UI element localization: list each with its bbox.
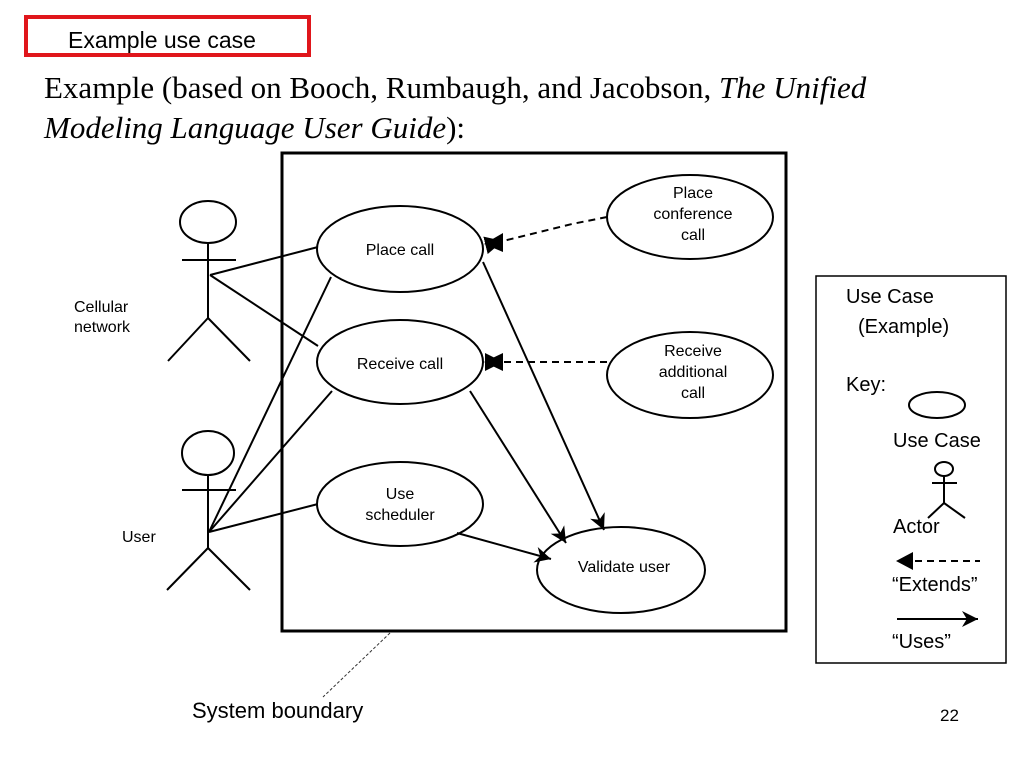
uses-receive-call-to-validate (469, 390, 567, 544)
actor-user[interactable] (166, 430, 251, 591)
extends-arrowhead-2 (484, 353, 503, 371)
legend-extends-label: “Extends” (892, 574, 978, 596)
legend-title-line2: (Example) (858, 316, 950, 338)
actor-label-line2: network (74, 319, 131, 336)
legend-title-line1: Use Case (846, 286, 934, 308)
extends-arrowhead-1 (484, 233, 503, 252)
use-case-label-receive-call: Receive call (356, 356, 444, 373)
label-line1: Place (672, 185, 714, 202)
label-line1: Receive (664, 343, 722, 360)
uses-scheduler-to-validate (456, 532, 552, 563)
association-user-receive-call (208, 390, 333, 533)
use-case-label-place-call: Place call (365, 242, 435, 259)
use-case-receive-call[interactable] (316, 319, 484, 405)
legend-actor-icon (927, 461, 966, 519)
actor-label-line1: Cellular (74, 299, 129, 316)
use-case-validate-user[interactable] (536, 526, 706, 614)
actor-cellular-network[interactable] (167, 200, 251, 362)
system-boundary-label: System boundary (192, 698, 364, 723)
legend-key-label: Key: (846, 374, 887, 396)
system-boundary (280, 151, 788, 633)
legend-use-case-icon (908, 391, 966, 419)
system-boundary-pointer (322, 632, 391, 698)
label-line3: call (680, 385, 705, 402)
legend-uses-label: “Uses” (892, 631, 951, 653)
use-case-label-place-conference-call: Place conference call (633, 183, 753, 246)
association-user-place-call (208, 276, 332, 533)
legend-box (815, 275, 1007, 664)
label-line2: conference (653, 206, 733, 223)
association-network-receive-call (209, 274, 319, 347)
use-case-label-validate-user: Validate user (577, 559, 671, 576)
label-line3: call (680, 227, 705, 244)
label-line2: scheduler (365, 507, 435, 524)
slide-heading: Example use case (68, 27, 256, 53)
slide-subtitle: Example (based on Booch, Rumbaugh, and J… (44, 68, 866, 148)
slide-heading-box: Example use case (24, 15, 311, 57)
association-network-place-call (209, 246, 319, 276)
subtitle-suffix: ): (446, 110, 466, 145)
legend-actor-label: Actor (893, 516, 940, 538)
uses-place-call-to-validate (482, 261, 605, 531)
label-line2: additional (658, 364, 728, 381)
use-case-place-call[interactable] (316, 205, 484, 293)
use-case-receive-additional-call[interactable] (606, 331, 774, 419)
book-title-part2: Modeling Language User Guide (44, 110, 447, 145)
legend-extends-arrowhead (896, 552, 913, 570)
label-line1: Use (385, 486, 415, 503)
use-case-use-scheduler[interactable] (316, 461, 484, 547)
use-case-label-use-scheduler: Use scheduler (340, 484, 460, 526)
page-number: 22 (940, 706, 959, 725)
legend-use-case-label: Use Case (893, 430, 981, 452)
actor-label-cellular-network: Cellular network (74, 298, 130, 338)
subtitle-prefix: Example (based on Booch, Rumbaugh, and J… (44, 70, 719, 105)
actor-label-user: User (122, 529, 156, 546)
book-title-part1: The Unified (718, 70, 867, 105)
use-case-label-receive-additional-call: Receive additional call (633, 341, 753, 404)
extends-conference-to-place-call (483, 216, 608, 255)
association-user-use-scheduler (208, 503, 319, 533)
